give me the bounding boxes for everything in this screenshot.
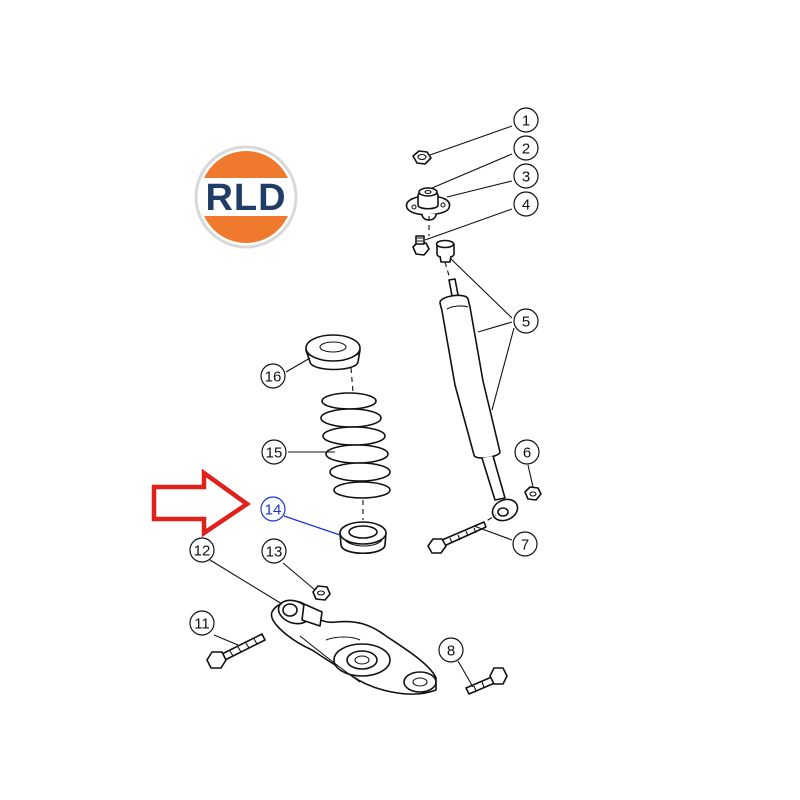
svg-text:4: 4 (522, 197, 530, 214)
leader-lines (209, 125, 534, 688)
svg-text:3: 3 (522, 169, 530, 186)
callout-4: 4 (513, 191, 539, 217)
logo-text: RLD (205, 177, 286, 219)
svg-text:6: 6 (523, 445, 531, 462)
svg-text:1: 1 (522, 113, 530, 130)
callout-6: 6 (514, 439, 540, 465)
part-bolt-11 (206, 633, 266, 669)
callout-11: 11 (189, 610, 215, 636)
part-nut-top (412, 150, 432, 165)
callout-15: 15 (261, 439, 287, 465)
svg-text:14: 14 (265, 502, 282, 519)
callout-5: 5 (513, 308, 539, 334)
callout-7: 7 (512, 531, 538, 557)
part-nut-6 (524, 486, 542, 501)
part-bolt-7 (427, 514, 497, 554)
part-bump-stop (435, 239, 455, 263)
callout-2: 2 (513, 135, 539, 161)
part-bolt-8 (465, 667, 508, 695)
part-nut-13 (312, 585, 331, 601)
part-lower-control-arm (270, 599, 437, 695)
part-nut-washer (412, 235, 430, 256)
svg-text:7: 7 (521, 537, 529, 554)
callout-12: 12 (189, 537, 215, 563)
svg-text:13: 13 (266, 544, 283, 561)
callout-3: 3 (513, 163, 539, 189)
part-shock-absorber (428, 216, 519, 522)
callout-8: 8 (438, 637, 464, 663)
part-spring-seat-lower (339, 521, 387, 554)
rld-logo: RLD (194, 145, 298, 249)
red-arrow-icon (151, 468, 251, 538)
svg-text:12: 12 (194, 543, 211, 560)
svg-text:8: 8 (447, 643, 455, 660)
part-spring-seat-upper (305, 334, 361, 371)
svg-text:5: 5 (522, 314, 530, 331)
svg-text:16: 16 (265, 369, 282, 386)
part-upper-mount (405, 187, 451, 221)
callout-16: 16 (260, 363, 286, 389)
callout-1: 1 (513, 107, 539, 133)
svg-text:15: 15 (266, 445, 283, 462)
callout-14: 14 (260, 496, 286, 522)
svg-text:2: 2 (522, 141, 530, 158)
svg-text:11: 11 (194, 616, 210, 633)
part-coil-spring (320, 367, 391, 520)
callout-13: 13 (261, 538, 287, 564)
